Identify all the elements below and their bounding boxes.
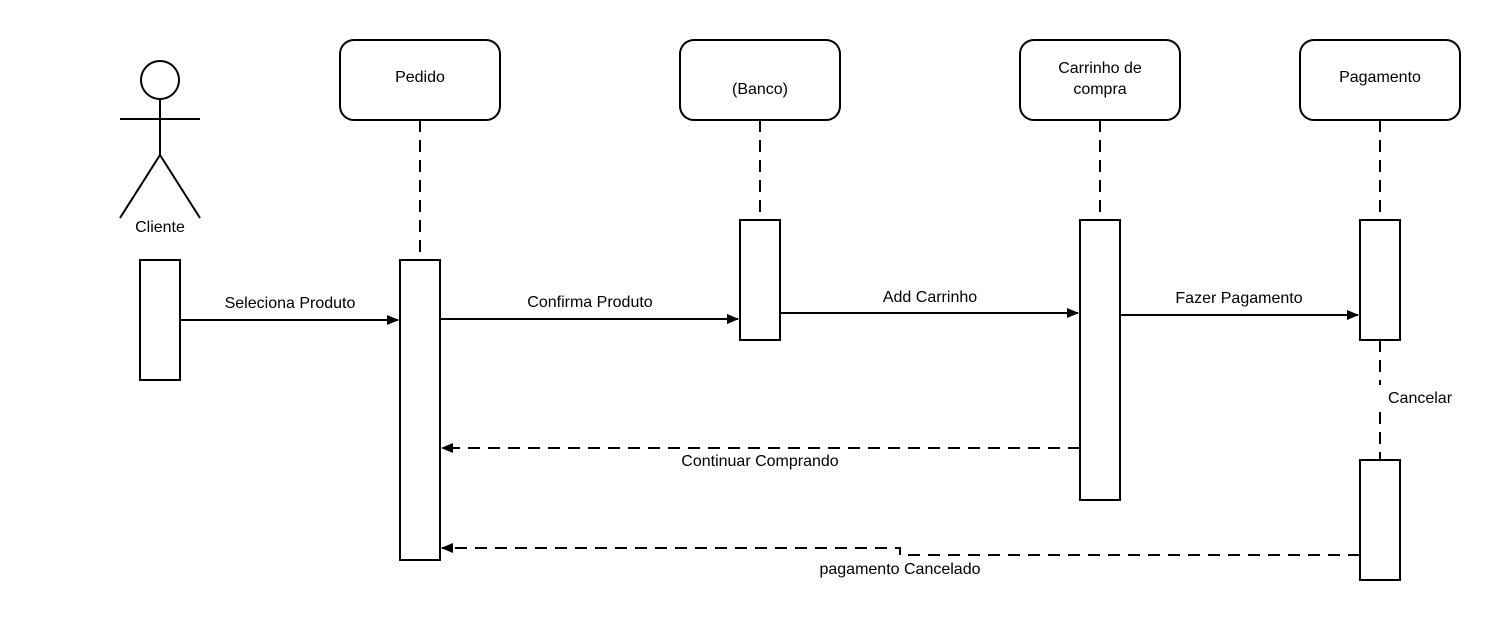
- activation-carrinho: [1079, 219, 1121, 501]
- participant-carrinho: Carrinho de compra: [1019, 39, 1181, 121]
- message-cancelado-arrow: [441, 543, 1360, 556]
- participant-box: [339, 39, 501, 121]
- message-confirma-label: Confirma Produto: [527, 294, 652, 311]
- actor-left-leg: [119, 154, 161, 219]
- participant-box: [1299, 39, 1461, 121]
- message-cancelar-label: Cancelar: [1388, 390, 1453, 407]
- actor-right-leg: [159, 154, 201, 219]
- activation-pagamento-2: [1359, 459, 1401, 581]
- message-add-carrinho-label: Add Carrinho: [883, 289, 977, 306]
- actor-head: [140, 60, 180, 100]
- message-cancelado-label: pagamento Cancelado: [819, 561, 980, 578]
- actor-label: Cliente: [135, 219, 185, 236]
- participant-label: Pagamento: [1339, 69, 1421, 86]
- participant-pagamento: Pagamento: [1299, 39, 1461, 121]
- participant-banco: (Banco): [679, 39, 841, 121]
- message-fazer-pagamento-label: Fazer Pagamento: [1175, 290, 1302, 307]
- actor-cliente: Cliente: [119, 60, 201, 236]
- activation-banco: [739, 219, 781, 341]
- message-seleciona-label: Seleciona Produto: [225, 295, 356, 312]
- participant-label-line1: Carrinho de: [1058, 60, 1142, 77]
- participant-pedido: Pedido: [339, 39, 501, 121]
- participant-label-line2: compra: [1073, 81, 1126, 98]
- participant-label: (Banco): [732, 81, 788, 98]
- activation-pagamento-1: [1359, 219, 1401, 341]
- participant-label: Pedido: [395, 69, 445, 86]
- participant-box: [679, 39, 841, 121]
- activation-cliente: [139, 259, 181, 381]
- activation-pedido: [399, 259, 441, 561]
- participant-box: [1019, 39, 1181, 121]
- message-continuar-label: Continuar Comprando: [681, 453, 839, 470]
